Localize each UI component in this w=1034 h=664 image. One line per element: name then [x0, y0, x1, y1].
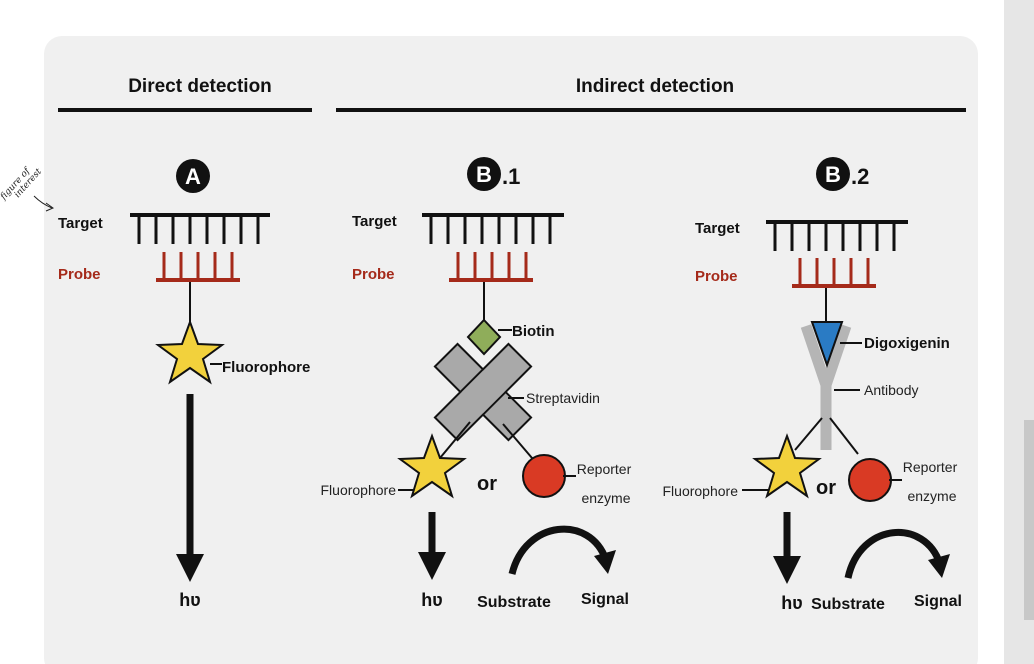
- panel-b2-hv-label: hʋ: [781, 593, 802, 613]
- panel-b1-reporter-enzyme-icon: [522, 454, 566, 498]
- panel-b1-probe-strand: [449, 278, 533, 282]
- panel-b2-substrate-label: Substrate: [811, 596, 885, 613]
- panel-b1-reporter-label-line1: Reporter: [577, 461, 632, 477]
- panel-b1-reporter-label-line2: enzyme: [581, 490, 630, 506]
- panel-b1-badge: [467, 157, 501, 191]
- panel-b1-biotin-diamond-icon: [466, 318, 502, 356]
- panel-a-target-label: Target: [58, 215, 103, 232]
- panel-b2-digoxigenin-label: Digoxigenin: [864, 335, 950, 352]
- panel-b2-badge: [816, 157, 850, 191]
- panel-b1-target-bases: [429, 217, 552, 244]
- panel-b1-streptavidin-label: Streptavidin: [526, 390, 600, 406]
- panel-b2: B .2 Target Probe Digoxigenin Antibody F…: [663, 157, 962, 613]
- panel-a-fluorophore-label: Fluorophore: [222, 359, 310, 376]
- panel-a-target-bases: [137, 217, 260, 244]
- panel-a-target-strand: [130, 213, 270, 217]
- panel-b1-badge-letter: B: [476, 162, 492, 187]
- panel-b2-conversion-arrowhead-icon: [928, 554, 950, 578]
- panel-a-hv-label: hʋ: [179, 590, 200, 610]
- panel-b2-or-label: or: [816, 477, 836, 499]
- scrollbar-thumb[interactable]: [1024, 420, 1034, 620]
- section-direct-title: Direct detection: [128, 76, 272, 97]
- panel-b2-badge-letter: B: [825, 162, 841, 187]
- panel-b1-badge-suffix: .1: [502, 164, 520, 189]
- panel-b2-target-bases: [773, 224, 896, 251]
- panel-b1-hv-label: hʋ: [421, 590, 442, 610]
- panel-b2-branch-right: [829, 417, 859, 455]
- panel-b1-target-label: Target: [352, 213, 397, 230]
- panel-b1-signal-label: Signal: [581, 591, 629, 608]
- panel-b2-antibody-label: Antibody: [864, 382, 918, 398]
- panel-a-badge: [176, 159, 210, 193]
- annotation-arrowhead-icon: [45, 202, 55, 212]
- panel-b1-branch-left: [439, 421, 471, 459]
- panel-b2-fluorophore-label: Fluorophore: [663, 483, 739, 499]
- panel-b2-reporter-label-line1: Reporter: [903, 459, 958, 475]
- panel-b2-target-label: Target: [695, 220, 740, 237]
- panel-b2-probe-strand: [792, 284, 876, 288]
- panel-b2-digoxigenin-triangle-icon: [810, 321, 844, 369]
- panel-b1-substrate-label: Substrate: [477, 594, 551, 611]
- panel-b1-conversion-arrowhead-icon: [594, 550, 616, 574]
- panel-b2-probe-label: Probe: [695, 268, 738, 285]
- panel-b1-target-strand: [422, 213, 564, 217]
- panel-b1-branch-right: [502, 423, 533, 459]
- panel-b1: B .1 Target Probe Biotin Streptavidin Fl…: [321, 157, 632, 611]
- panel-a-probe-strand: [156, 278, 240, 282]
- panel-b1-fluorophore-label: Fluorophore: [321, 482, 397, 498]
- panel-b2-signal-label: Signal: [914, 593, 962, 610]
- panel-a-badge-letter: A: [185, 164, 201, 189]
- panel-b2-conversion-arrow: [844, 529, 944, 579]
- panel-b1-conversion-arrow: [508, 525, 610, 575]
- panel-b1-biotin-label: Biotin: [512, 323, 555, 340]
- panel-a-fluorophore-star-icon: [155, 319, 225, 385]
- panel-b2-fluorophore-star-icon: [752, 433, 822, 499]
- panel-b2-probe-bases: [798, 258, 870, 285]
- panel-b2-badge-suffix: .2: [851, 164, 869, 189]
- panel-b1-probe-bases: [456, 252, 528, 279]
- panel-b1-fluorophore-star-icon: [397, 433, 467, 499]
- panel-a: A Target Probe Fluorophore hʋ: [58, 159, 310, 610]
- panel-b2-reporter-label-line2: enzyme: [907, 488, 956, 504]
- section-direct-rule: [58, 108, 312, 112]
- section-indirect-title: Indirect detection: [576, 76, 734, 97]
- section-indirect-rule: [336, 108, 966, 112]
- annotation-arrow-icon: [33, 195, 53, 209]
- panel-a-probe-bases: [162, 252, 234, 279]
- panel-b2-branch-left: [794, 417, 823, 451]
- panel-b1-streptavidin-shape: [433, 342, 533, 442]
- panel-b1-or-label: or: [477, 473, 497, 495]
- panel-b1-probe-label: Probe: [352, 266, 395, 283]
- panel-a-probe-label: Probe: [58, 266, 101, 283]
- panel-b2-target-strand: [766, 220, 908, 224]
- panel-b2-reporter-enzyme-icon: [848, 458, 892, 502]
